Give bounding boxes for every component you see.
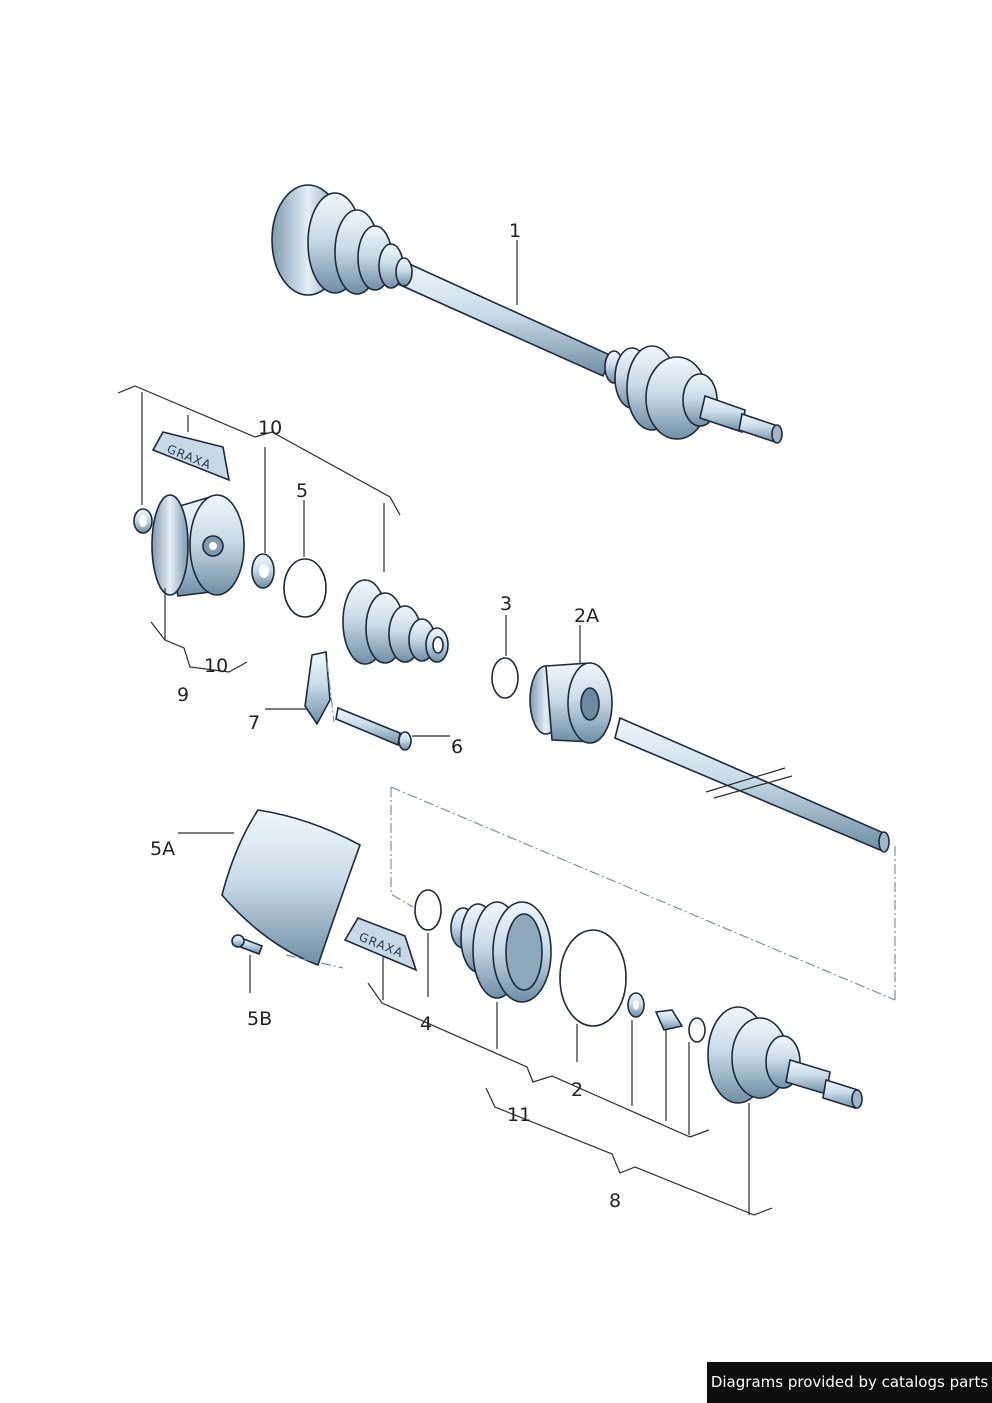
bolt xyxy=(335,706,401,747)
callout-labels: 1 10 5 3 2A 10 9 7 6 5A 5B 4 2 11 8 xyxy=(150,220,621,1212)
middle-group xyxy=(491,657,890,853)
bearing-2a xyxy=(529,662,613,744)
circlip-3 xyxy=(491,657,519,699)
drive-shaft-assembly xyxy=(271,184,783,444)
callout-7: 7 xyxy=(248,712,260,734)
callout-3: 3 xyxy=(500,593,512,615)
callout-1: 1 xyxy=(509,220,521,242)
callout-11: 11 xyxy=(507,1104,531,1126)
thrust-ring xyxy=(654,1009,684,1031)
callout-2a: 2A xyxy=(574,605,599,627)
boot-clamp-5 xyxy=(283,558,327,618)
credit-banner: Diagrams provided by catalogs parts xyxy=(707,1362,992,1403)
heat-shield xyxy=(221,809,361,967)
callout-10-bottom: 10 xyxy=(204,655,228,677)
grease-pack-top: GRAXA xyxy=(151,431,231,482)
callout-2: 2 xyxy=(571,1079,583,1101)
boot-clamp-4 xyxy=(414,889,442,931)
boot-clamp-2 xyxy=(559,929,627,1027)
intermediate-shaft xyxy=(614,716,890,853)
callout-5: 5 xyxy=(296,480,308,502)
inner-cv-joint-group: GRAXA xyxy=(133,431,449,751)
inner-boot xyxy=(342,579,449,665)
grease-pack-bottom: GRAXA xyxy=(343,917,418,972)
callout-4: 4 xyxy=(420,1013,432,1035)
callout-10-top: 10 xyxy=(258,417,282,439)
outer-cv-joint-group: GRAXA xyxy=(221,809,863,1110)
inner-cv-joint xyxy=(151,494,245,597)
outer-cv-joint xyxy=(707,1006,863,1110)
circlip-small xyxy=(688,1017,706,1043)
callout-5b: 5B xyxy=(247,1008,272,1030)
leader-lines xyxy=(117,240,896,1216)
callout-8: 8 xyxy=(609,1190,621,1212)
bolt-5b xyxy=(231,934,264,956)
callout-6: 6 xyxy=(451,736,463,758)
callout-5a: 5A xyxy=(150,838,175,860)
callout-9: 9 xyxy=(177,684,189,706)
cover-plate xyxy=(304,651,331,726)
outer-boot xyxy=(450,901,552,1003)
